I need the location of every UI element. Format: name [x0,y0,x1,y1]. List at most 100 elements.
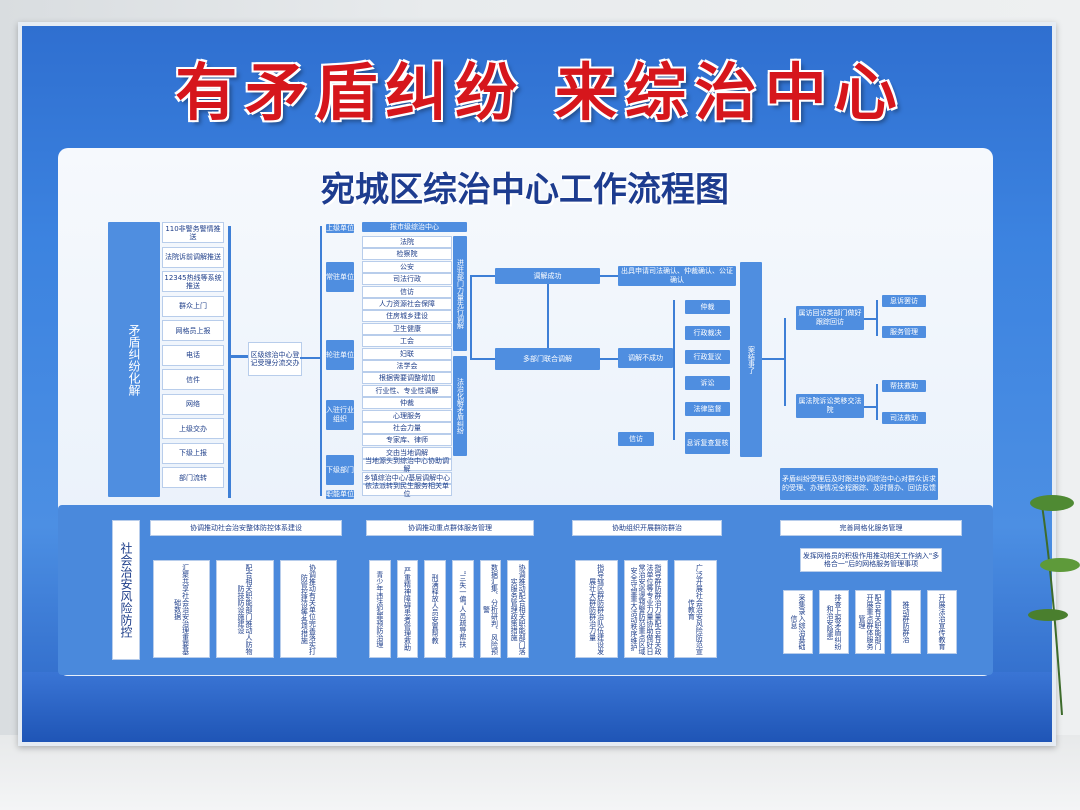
confirmation-box: 出具申请司法确认、仲裁确认、公证确认 [618,266,736,286]
end-service-management: 服务管理 [882,326,926,338]
right-b-line [864,406,876,408]
section-item: 青少年违法犯罪预防治理 [369,560,391,658]
source-item: 12345热线等系统推送 [162,271,224,292]
section-item: 严重精神障碍患者管理救助 [396,560,419,658]
to-success-line [470,275,495,277]
section-item: "三失一偏"人员疏导帮扶 [452,560,474,658]
closed-out-line [762,358,784,360]
center-intake-box: 区级综治中心登记受理分流交办 [248,342,302,376]
department-item: 乡镇综治中心/基层调解中心 [362,471,452,484]
to-confirm-line [600,275,618,277]
section-item: 协调推动有关单位完善落实打防管控建设等各项措施 [279,560,337,658]
to-fail-line [600,358,618,360]
path-item: 诉讼 [685,376,730,390]
to-multi-line [470,358,495,360]
department-item: 根据需要调整增加 [362,372,452,385]
section-item: 协调推动配合相关职能部门落实服务管理政策措施 [507,560,529,658]
path-item: 法律监督 [685,402,730,416]
end-stop-petition: 息诉罢访 [882,295,926,307]
mediation-first-label: 进驻部门力量先行调解 [453,236,467,351]
path-item: 行政复议 [685,350,730,364]
end-assistance: 帮扶救助 [882,380,926,392]
department-item: 公安 [362,260,452,273]
level-label: 常驻单位 [326,262,354,292]
level-label: 下级部门 [326,455,354,485]
level-label: 职能单位 [326,490,354,499]
legal-resolution-label: 法治化解矛盾纠纷 [453,356,467,456]
section-item: 数据汇集、分析研判、风险预警 [479,560,502,658]
section-item: 刑满释放人员安置帮教 [424,560,446,658]
section-title: 协调推动重点群体服务管理 [366,520,534,536]
department-item: 仲裁 [362,397,452,410]
section-item: 指导辖区群防群治队伍建设发展壮大群防群治力量 [575,560,619,658]
source-item: 法院诉前调解推送 [162,246,224,268]
department-item: 住房城乡建设 [362,310,452,323]
department-item: 工会 [362,335,452,348]
section-item: 排查上报矛盾纠纷和治安隐患 [819,590,849,654]
path-item: 行政裁决 [685,326,730,340]
department-item: 行业性、专业性调解 [362,384,452,397]
source-item: 部门流转 [162,467,224,488]
section-note: 发挥网格员的积极作用推动相关工作纳入"多格合一"后的网格服务管理事项 [800,548,942,572]
source-to-center-line [228,355,248,358]
mediation-success-box: 调解成功 [495,268,600,284]
section-title: 完善网格化服务管理 [780,520,962,536]
section-item: 指导群防群治力量配合有关政法单位等专业力量协助做好日常治安巡逻预警防范重点区域安… [624,560,668,658]
department-item: 卫生健康 [362,322,452,335]
court-transfer-box: 属法院诉讼类移交法院 [796,394,864,418]
section-item: 配合相关职能部门推动人防物防技防设施建设 [216,560,274,658]
section-item: 开展法治宣传教育 [927,590,957,654]
department-item: 交由当地调解 [362,446,452,459]
section-item: 汇聚共享社会治安治理重要基础数据 [153,560,211,658]
board-bottom-band [22,672,1052,742]
right-a-branch [876,300,878,336]
department-item: 社会力量 [362,422,452,434]
section-title: 协调推动社会治安整体防控体系建设 [150,520,342,536]
department-item: 心理服务 [362,409,452,422]
path-item: 仲裁 [685,300,730,314]
source-item: 110非警务警情推送 [162,222,224,243]
section-item: 推动群防群治 [891,590,921,654]
success-multi-link [547,284,549,348]
section-item: 采集录入综治基础信息 [783,590,813,654]
multi-dept-mediation-box: 多部门联合调解 [495,348,600,370]
section-title: 协助组织开展群防群治 [572,520,722,536]
department-item: 法学会 [362,360,452,372]
source-item: 网络 [162,393,224,415]
source-connector [228,226,231,498]
section-item: 广泛开展社会治安风险防范宣传教育 [673,560,717,658]
end-judicial-aid: 司法救助 [882,412,926,424]
source-item: 网格员上报 [162,320,224,341]
wall-floor [0,735,1080,810]
flowchart-title: 宛城区综治中心工作流程图 [321,170,729,210]
path-item: 息诉复查复核 [685,432,730,454]
department-item: 当地源头到综治中心协助调解 [362,457,452,473]
right-b-branch [876,384,878,420]
plant-leaves [1028,495,1080,715]
section-item: 配合有关职能部门开展重点群体服务管理 [855,590,885,654]
center-out-line [300,357,320,359]
department-item: 司法行政 [362,273,452,286]
return-visit-box: 属访回访类部门做好跟踪回访 [796,306,864,330]
risk-control-label: 社会治安风险防控 [112,520,140,660]
department-item: 专家库、律师 [362,434,452,447]
board-title: 有矛盾纠纷 来综治中心 [175,56,905,129]
source-item: 信件 [162,369,224,390]
case-closed-box: 案结事了 [740,262,762,457]
level-label: 上级单位 [326,224,354,233]
source-item: 下级上报 [162,442,224,464]
path-item: 信访 [618,432,654,446]
level-connector [320,226,322,496]
level-label: 入驻行业组织 [326,400,354,430]
mediation-fail-box: 调解不成功 [618,348,673,368]
path-connector [673,300,675,440]
department-item: 信访 [362,285,452,298]
source-item: 电话 [162,344,224,366]
top-city-box: 报市级综治中心 [362,222,467,232]
left-category-label: 矛盾纠纷化解 [108,222,160,497]
tracking-note: 矛盾纠纷受理后及时跟进协调综治中心对群众诉求的受理、办理情况全程跟踪、及时督办、… [780,468,938,500]
department-item: 依法派转到民生服务相关单位 [362,482,452,498]
closed-branch-line [784,318,786,406]
department-item: 检察院 [362,248,452,261]
department-item: 人力资源社会保障 [362,298,452,310]
